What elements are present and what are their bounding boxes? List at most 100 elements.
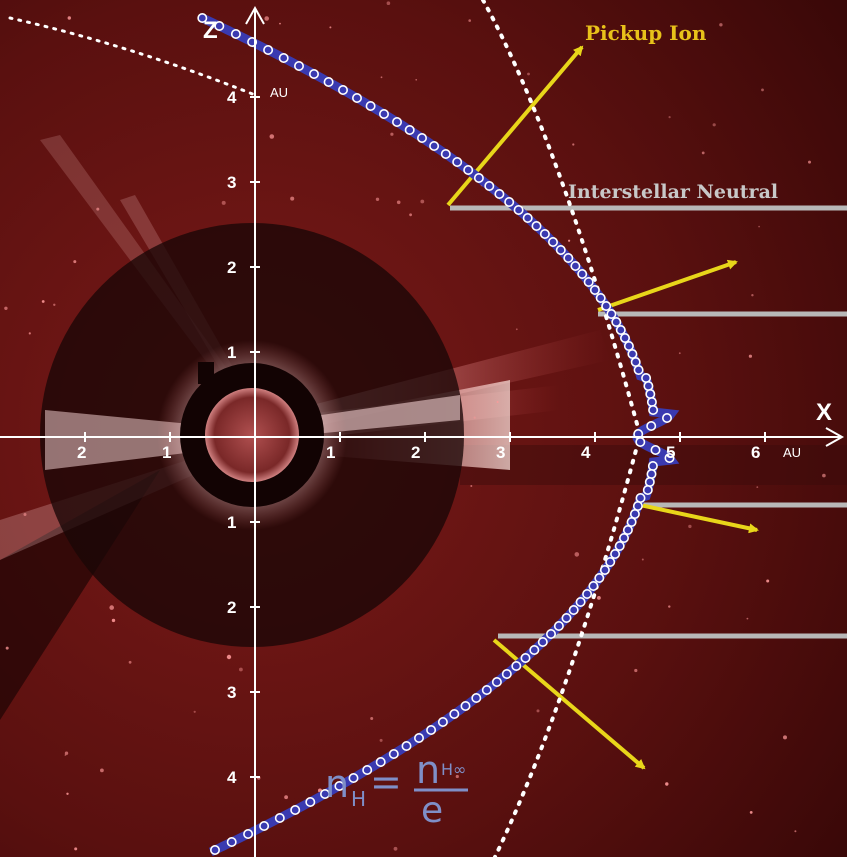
pickup-ion-arrow (597, 259, 738, 312)
star (415, 79, 418, 81)
formula-lhs: n (325, 762, 349, 806)
z-tick-label: 4 (227, 88, 237, 107)
boundary-marker (308, 69, 319, 80)
star (53, 303, 56, 306)
boundary-marker (644, 476, 655, 487)
boundary-marker (626, 516, 637, 527)
z-axis-arrowhead (245, 5, 265, 25)
star (712, 123, 716, 127)
star (455, 774, 459, 779)
boundary-marker (601, 300, 612, 311)
x-tick-label: 1 (326, 443, 335, 462)
boundary-marker (520, 652, 531, 663)
star (758, 225, 760, 228)
boundary-marker (582, 588, 593, 599)
star (370, 717, 374, 720)
star (641, 558, 644, 561)
boundary-marker (259, 820, 270, 831)
star (386, 1, 391, 5)
star (100, 768, 104, 773)
star (678, 352, 681, 355)
axes (0, 5, 845, 857)
star (536, 709, 540, 713)
boundary-marker (545, 628, 556, 639)
boundary-marker (599, 564, 610, 575)
formula-equals: = (370, 760, 402, 804)
star (756, 486, 759, 488)
boundary-marker (583, 276, 594, 287)
z-tick-label: 4 (227, 768, 237, 787)
boundary-marker (570, 260, 581, 271)
star (746, 617, 749, 620)
outer-dotted-boundary-top (8, 16, 257, 97)
pickup-ion-arrow (639, 503, 759, 534)
boundary-marker (630, 356, 641, 367)
star (568, 239, 571, 242)
star (751, 294, 754, 297)
x-tick-label: 2 (77, 443, 86, 462)
boundary-marker (429, 141, 440, 152)
boundary-marker (594, 572, 605, 583)
boundary-marker (577, 268, 588, 279)
star (701, 151, 705, 155)
boundary-marker (646, 396, 657, 407)
star (470, 485, 473, 487)
star (73, 260, 77, 264)
x-tick-label: 2 (411, 443, 420, 462)
star (269, 134, 275, 139)
boundary-marker (575, 596, 586, 607)
z-tick-label: 1 (227, 513, 236, 532)
star (66, 792, 69, 795)
star (749, 811, 753, 814)
boundary-marker (226, 836, 237, 847)
boundary-marker (449, 708, 460, 719)
boundary-marker (646, 420, 657, 431)
star (290, 196, 295, 201)
formula-numerator-subscript: H∞ (441, 760, 466, 779)
boundary-marker (504, 197, 515, 208)
boundary-marker (522, 213, 533, 224)
star (761, 88, 764, 92)
boundary-marker (553, 620, 564, 631)
star (496, 401, 499, 403)
boundary-marker (323, 77, 334, 88)
boundary-marker (501, 668, 512, 679)
boundary-marker (595, 292, 606, 303)
formula-denominator: e (421, 790, 443, 831)
boundary-marker (513, 205, 524, 216)
boundary-marker (588, 580, 599, 591)
boundary-marker (611, 316, 622, 327)
star (379, 738, 383, 742)
boundary-marker (618, 532, 629, 543)
boundary-marker (622, 524, 633, 535)
boundary-marker (648, 404, 659, 415)
star (409, 213, 412, 217)
pickup-ion-arrow (446, 45, 584, 207)
boundary-marker (491, 676, 502, 687)
boundary-marker (645, 388, 656, 399)
boundary-marker (243, 828, 254, 839)
occulter-arm (198, 362, 214, 384)
star (284, 795, 288, 800)
star (688, 524, 692, 529)
boundary-marker (473, 173, 484, 184)
boundary-marker (375, 756, 386, 767)
boundary-marker (643, 380, 654, 391)
boundary-marker (623, 340, 634, 351)
star (822, 473, 826, 478)
boundary-marker (589, 284, 600, 295)
formula-lhs-subscript: H (351, 787, 366, 811)
star (279, 22, 281, 25)
boundary-marker (646, 468, 657, 479)
star (96, 207, 100, 211)
boundary-marker (471, 692, 482, 703)
boundary-marker (274, 812, 285, 823)
boundary-marker (619, 332, 630, 343)
star (420, 199, 425, 204)
boundary-marker (460, 700, 471, 711)
boundary-marker (426, 724, 437, 735)
boundary-marker (610, 548, 621, 559)
star (634, 668, 638, 673)
star (748, 354, 753, 358)
boundary-marker (334, 780, 345, 791)
